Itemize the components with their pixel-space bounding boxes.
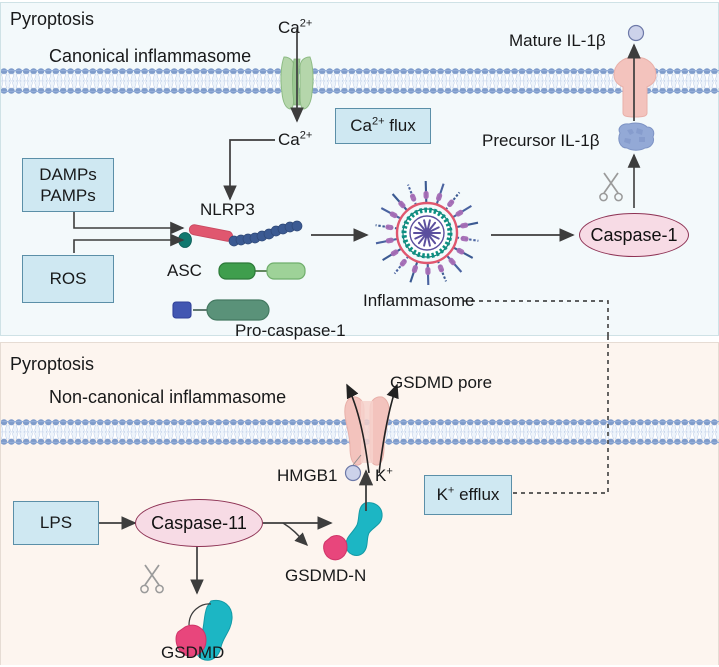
ca-extracellular-label: Ca2+ — [278, 17, 313, 37]
k-efflux-box[interactable]: K+ efflux — [424, 475, 512, 515]
gsdmd-pore-icon — [344, 396, 390, 466]
lipid-bilayer-icon — [1, 419, 719, 445]
gsdmd-full-molecule — [175, 599, 233, 661]
asc-molecule — [218, 262, 306, 280]
inflammasome-wheel-icon — [375, 180, 479, 286]
ros-box[interactable]: ROS — [22, 255, 114, 303]
panel-non-canonical-inflammasome: Pyroptosis Non-canonical inflammasome GS… — [0, 335, 719, 665]
caspase-11-node[interactable]: Caspase-11 — [135, 499, 263, 547]
gsdmd-n-label: GSDMD-N — [285, 566, 367, 585]
scissors-icon — [599, 172, 623, 202]
panel-non-canonical-subtitle: Non-canonical inflammasome — [49, 387, 287, 407]
pore-efflux-arrows — [346, 383, 399, 474]
k-ion-label: K+ — [375, 465, 393, 485]
gsdmd-label: GSDMD — [161, 643, 225, 662]
calcium-channel-icon — [280, 56, 314, 110]
canonical-arrows — [73, 29, 641, 339]
gsdmd-pore-label: GSDMD pore — [390, 373, 493, 392]
panel-canonical-inflammasome: Pyroptosis Canonical inflammasome Ca2+ C… — [0, 2, 719, 340]
pamps-label: PAMPs — [40, 186, 96, 205]
lps-label: LPS — [39, 513, 73, 533]
damps-label: DAMPs — [39, 164, 97, 184]
panel-canonical-subtitle: Canonical inflammasome — [49, 46, 252, 66]
gsdmd-n-fragment — [323, 502, 383, 561]
caspase-1-label: Caspase-1 — [590, 224, 678, 245]
il1b-release-pore-icon — [613, 56, 657, 118]
precursor-il1b-label: Precursor IL-1β — [482, 131, 600, 150]
ros-label: ROS — [49, 269, 87, 289]
mature-il1b-label: Mature IL-1β — [509, 31, 606, 50]
panel-canonical-header: Pyroptosis — [10, 9, 95, 29]
hmgb1-label: HMGB1 — [277, 466, 338, 485]
ca-flux-box[interactable]: Ca2+ flux — [335, 108, 431, 144]
pro-caspase-1-label: Pro-caspase-1 — [235, 321, 346, 340]
ca-intracellular-label: Ca2+ — [278, 129, 313, 149]
precursor-il1b-blob — [618, 122, 655, 151]
caspase-11-label: Caspase-11 — [151, 512, 247, 533]
inflammasome-label: Inflammasome — [363, 291, 475, 310]
nlrp3-label: NLRP3 — [200, 200, 255, 219]
caspase-1-node[interactable]: Caspase-1 — [579, 213, 689, 257]
asc-label: ASC — [167, 261, 202, 280]
non-canonical-arrows — [99, 335, 609, 595]
scissors-icon — [140, 564, 164, 594]
lps-box[interactable]: LPS — [13, 501, 99, 545]
mature-il1b-circle — [627, 24, 645, 42]
pro-caspase-1-molecule — [172, 299, 270, 321]
lipid-bilayer-icon — [1, 68, 719, 94]
panel-non-canonical-header: Pyroptosis — [10, 354, 95, 374]
damps-pamps-box[interactable]: DAMPs PAMPs — [22, 158, 114, 212]
